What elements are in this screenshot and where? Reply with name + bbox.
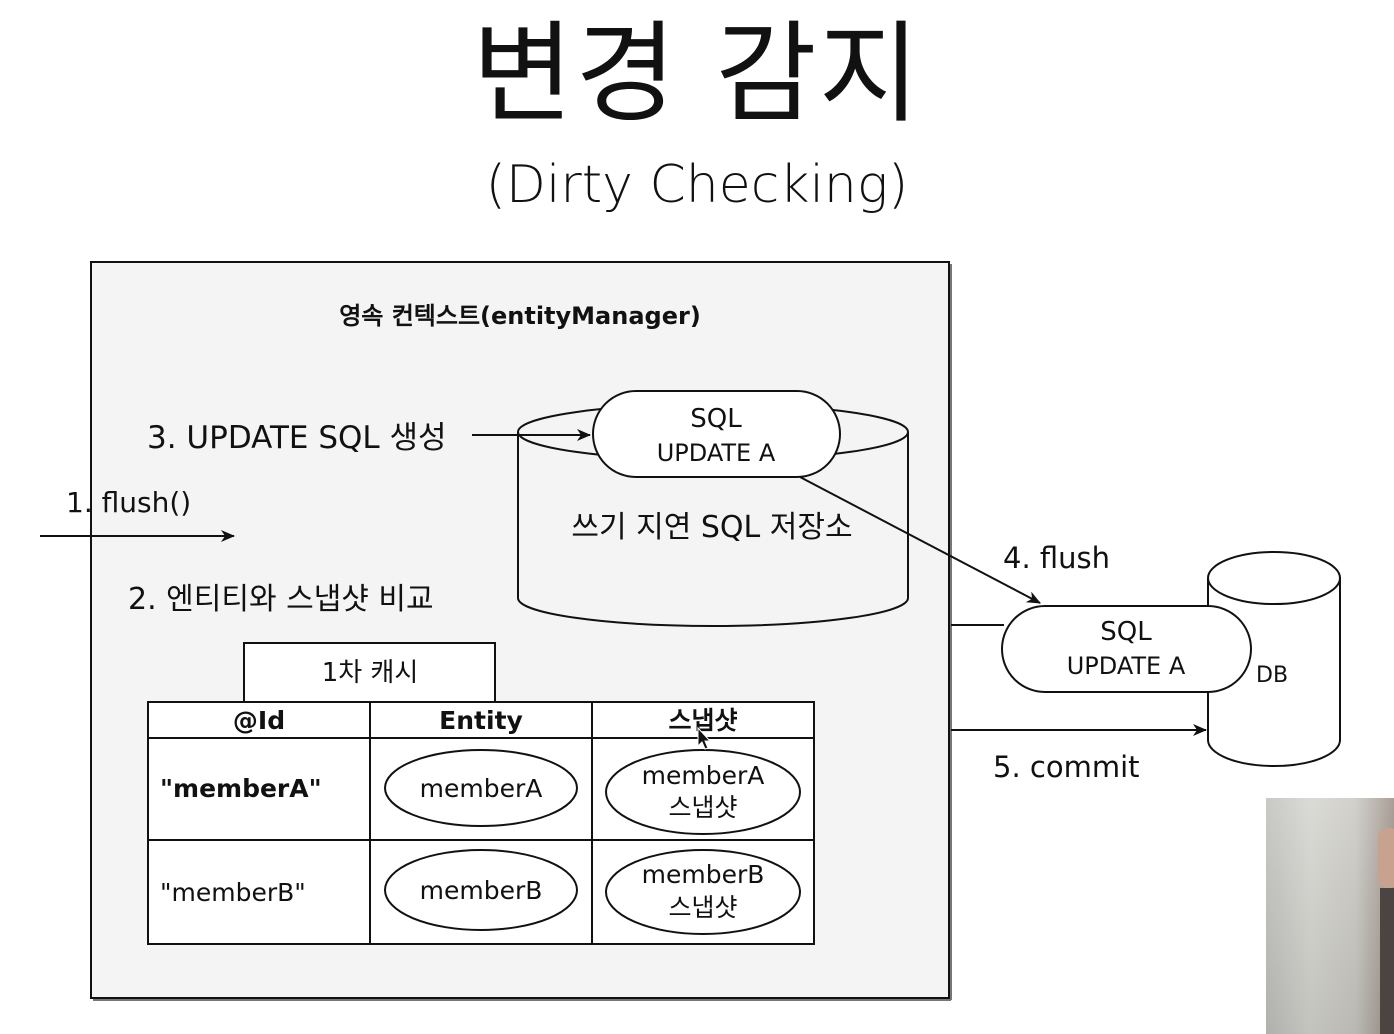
db-label: DB — [1256, 663, 1288, 688]
db-pill-line2: UPDATE A — [1067, 652, 1186, 680]
row-b-snapshot-line2: 스냅샷 — [668, 893, 737, 922]
step4-label: 4. flush — [1003, 541, 1110, 575]
webcam-overlay — [1266, 798, 1394, 1034]
sql-pill-line2: UPDATE A — [657, 439, 776, 467]
step1-label: 1. flush() — [66, 486, 191, 519]
step3-label: 3. UPDATE SQL 생성 — [147, 420, 447, 456]
header-id: @Id — [233, 706, 285, 735]
row-b-snapshot-ellipse — [605, 849, 801, 935]
row-b-snapshot-line1: memberB — [642, 860, 765, 889]
sql-pill-line1: SQL — [690, 404, 742, 434]
step2-label: 2. 엔티티와 스냅샷 비교 — [128, 582, 434, 617]
sql-store-label: 쓰기 지연 SQL 저장소 — [571, 510, 852, 545]
step5-label: 5. commit — [993, 750, 1140, 784]
db-pill-line1: SQL — [1100, 617, 1152, 647]
row-a-snapshot-line1: memberA — [642, 761, 765, 790]
row-a-entity: memberA — [420, 774, 543, 803]
row-a-entity-ellipse — [384, 749, 578, 827]
row-a-snapshot-line2: 스냅샷 — [668, 793, 737, 822]
context-label: 영속 컨텍스트(entityManager) — [339, 302, 701, 330]
row-b-entity: memberB — [420, 876, 543, 905]
db-sql-pill — [1001, 605, 1252, 693]
page-title: 변경 감지 — [472, 10, 922, 138]
page-subtitle: (Dirty Checking) — [485, 155, 909, 215]
row-a-snapshot-ellipse — [605, 749, 801, 835]
header-entity: Entity — [439, 706, 523, 735]
header-snapshot: 스냅샷 — [668, 706, 737, 735]
row-a-id: "memberA" — [160, 774, 322, 803]
mouse-cursor-icon — [697, 726, 712, 750]
step4-arrow — [799, 476, 1041, 604]
sql-update-pill — [592, 390, 841, 478]
cache-tab-label: 1차 캐시 — [322, 658, 419, 688]
row-b-entity-ellipse — [384, 849, 578, 931]
row-b-id: "memberB" — [160, 878, 306, 907]
